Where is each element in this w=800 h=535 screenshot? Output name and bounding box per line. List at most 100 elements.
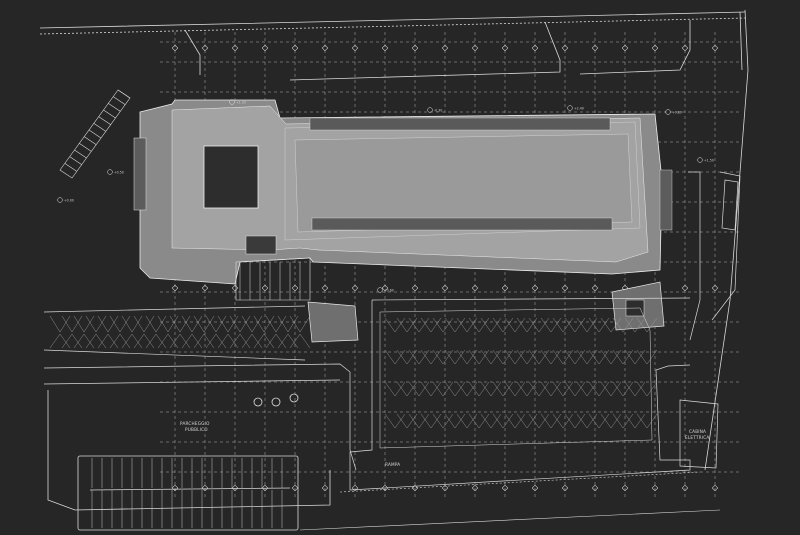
grid-marker [591,44,599,52]
grid-marker [441,484,449,492]
parking-stall [528,317,550,333]
parking-stall [217,333,239,349]
grid-marker [561,484,569,492]
upper-parking-strip [184,20,691,81]
parking-stalls-right [384,317,658,429]
parking-stall [277,333,299,349]
level-mark: +0.80 [665,109,682,115]
parking-label-line2: PUBBLICO [185,427,208,432]
level-mark: +2.40 [567,105,584,111]
grid-marker [621,484,629,492]
parking-stall [145,315,167,333]
parking-stall [157,333,179,349]
grid-marker [261,284,269,292]
parking-stall [253,315,275,333]
parking-stall [396,413,418,429]
parking-stall [600,413,622,429]
grid-marker [291,44,299,52]
parking-stall [480,349,502,365]
parking-stall [576,413,598,429]
parking-stall [540,381,562,397]
grid-marker [381,44,389,52]
parking-stall [564,381,586,397]
grid-marker [681,484,689,492]
svg-text:+1.20: +1.20 [236,101,246,105]
grid-marker [591,284,599,292]
grid-marker [651,44,659,52]
left-parking-strip [43,305,357,471]
parking-stall [612,349,634,365]
parking-stall [384,317,406,333]
parking-stall [205,315,227,333]
grid-marker [261,484,269,492]
svg-text:+2.40: +2.40 [574,107,584,111]
parking-stall [492,317,514,333]
grid-marker [501,484,509,492]
parking-stall [133,333,155,349]
level-mark: +1.50 [697,157,714,163]
parking-stall [600,349,622,365]
grid-marker [711,44,719,52]
parking-stall [528,381,550,397]
parking-stall [193,333,215,349]
parking-stall [576,349,598,365]
parking-stall [468,317,490,333]
parking-stall [564,349,586,365]
parking-stall [97,315,119,333]
parking-stall [588,349,610,365]
svg-text:+0.00: +0.00 [64,199,74,203]
parking-stall [265,333,287,349]
grid-marker [201,44,209,52]
parking-stall [73,333,95,349]
parking-stall [624,381,646,397]
parking-stall [289,315,311,333]
parking-stall [636,381,658,397]
grid-marker [681,44,689,52]
parking-stall [408,317,430,333]
parking-stall [420,413,442,429]
parking-stall [624,317,646,333]
grid-marker [471,484,479,492]
level-mark: +0.60 [377,287,394,293]
parking-stall [552,317,574,333]
wheelchair-icon [271,397,281,407]
svg-text:+0.50: +0.50 [114,171,124,175]
parking-stall [516,349,538,365]
parking-stall [408,349,430,365]
parking-stall [432,381,454,397]
grid-marker [291,284,299,292]
parking-stall [420,349,442,365]
parking-stall [432,317,454,333]
parking-stall [109,315,131,333]
wheelchair-icon [253,397,263,407]
central-courtyard [203,145,259,209]
grid-marker [501,284,509,292]
top-road [39,9,749,471]
grid-marker [201,284,209,292]
ramp-block [307,301,359,343]
bottom-boundary [299,471,721,531]
parking-stall [492,349,514,365]
grid-marker [651,484,659,492]
parking-stall [85,315,107,333]
grid-marker [381,484,389,492]
parking-stall [121,333,143,349]
parking-stall [61,333,83,349]
parking-stall [444,413,466,429]
level-mark: -0.30 [427,107,442,113]
parking-stall [540,317,562,333]
svg-text:+0.80: +0.80 [672,111,682,115]
main-building [133,99,673,301]
cabin-label-line2: ELETTRICA [685,435,709,440]
parking-stall [229,333,251,349]
parking-stall [600,381,622,397]
parking-stall [157,315,179,333]
parking-stall [504,381,526,397]
parking-stall [552,413,574,429]
parking-stall [169,333,191,349]
parking-stall [504,317,526,333]
parking-stall [420,381,442,397]
parking-stall [432,413,454,429]
